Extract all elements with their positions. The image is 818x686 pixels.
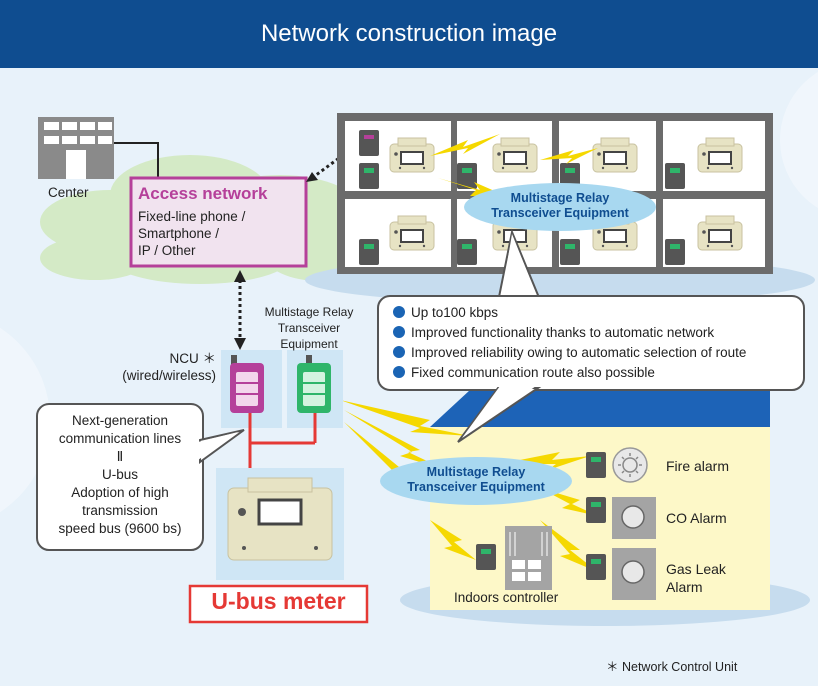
relay-label-line: Transceiver Equipment [491,206,629,220]
ubus-note-line: Adoption of high [71,485,169,500]
feature-item: Improved functionality thanks to automat… [393,325,714,340]
ubus-note-callout [36,403,245,551]
relay-device-label-line: Transceiver [277,321,341,335]
ubus-note-line: speed bus (9600 bs) [58,521,182,536]
feature-text: Up to100 kbps [411,305,499,320]
page-title: Network construction image [260,20,558,47]
ubus-note-line: Ⅱ [116,449,124,464]
ubus-meter-label: U-bus meter [211,588,346,614]
feature-item: Improved reliability owing to automatic … [393,345,746,360]
ubus-note-line: Next-generation [71,413,169,428]
relay-device-label-line: Equipment [280,337,338,351]
fire-alarm-label: Fire alarm [666,458,730,474]
co-alarm-label: CO Alarm [666,510,727,526]
bullet-icon [393,366,405,378]
access-network-title: Access network [138,184,268,203]
relay-label-house: Multistage Relay Transceiver Equipment [380,465,572,495]
relay-label-line: Multistage Relay [426,465,526,479]
wireless-signal-house [340,400,598,572]
ubus-note-text: Next-generation communication lines Ⅱ U-… [39,412,201,538]
feature-item: Up to100 kbps [393,305,498,320]
fire-alarm-device [586,447,648,483]
ubus-meter-label-box [188,584,369,624]
relay-device-label: Multistage Relay Transceiver Equipment [258,304,360,352]
feature-text: Improved reliability owing to automatic … [411,345,747,360]
access-network-details: Fixed-line phone / Smartphone / IP / Oth… [138,208,245,259]
feature-text: Fixed communication route also possible [411,365,655,380]
center-label: Center [48,185,89,200]
ubus-note-line: U-bus [101,467,138,482]
ncu-label-line: NCU ＊ [169,351,217,366]
ncu-label: NCU ＊ (wired/wireless) [98,350,216,384]
co-alarm-device [586,497,656,539]
footnote: ＊ Network Control Unit [606,660,738,674]
ncu-icon [230,355,264,413]
relay-label-ellipse-apartment [464,183,656,231]
relay-label-line: Transceiver Equipment [407,480,545,494]
relay-label-line: Multistage Relay [510,191,610,205]
access-network-line: IP / Other [138,243,196,258]
gas-leak-alarm-line: Gas Leak [666,561,726,577]
access-network-line: Fixed-line phone / [138,209,246,224]
gas-leak-alarm-device [586,548,656,600]
bullet-icon [393,326,405,338]
bullet-icon [393,346,405,358]
relay-device-label-line: Multistage Relay [264,305,354,319]
access-network-box [129,176,308,268]
center-link [114,142,159,178]
indoors-controller-device [476,526,552,590]
gas-leak-alarm-label: Gas Leak Alarm [666,560,726,596]
wireless-link-lower [234,270,246,350]
relay-label-ellipse-house [380,457,572,505]
bullet-icon [393,306,405,318]
ubus-wiring [248,413,317,468]
features-callout [377,228,805,443]
indoors-controller-label: Indoors controller [454,590,559,605]
feature-text: Improved functionality thanks to automat… [411,325,715,340]
ncu-label-line: (wired/wireless) [122,368,216,383]
center-building-icon [38,117,114,179]
ubus-note-line: communication lines [58,431,182,446]
relay-label-apartment: Multistage Relay Transceiver Equipment [464,191,656,221]
title-bar: Network construction image [0,0,818,68]
feature-item: Fixed communication route also possible [393,365,655,380]
gas-leak-alarm-line: Alarm [666,579,703,595]
relay-device-icon [297,355,331,413]
access-network-line: Smartphone / [138,226,220,241]
ubus-note-line: transmission [82,503,158,518]
ubus-meter-icon [227,477,333,561]
